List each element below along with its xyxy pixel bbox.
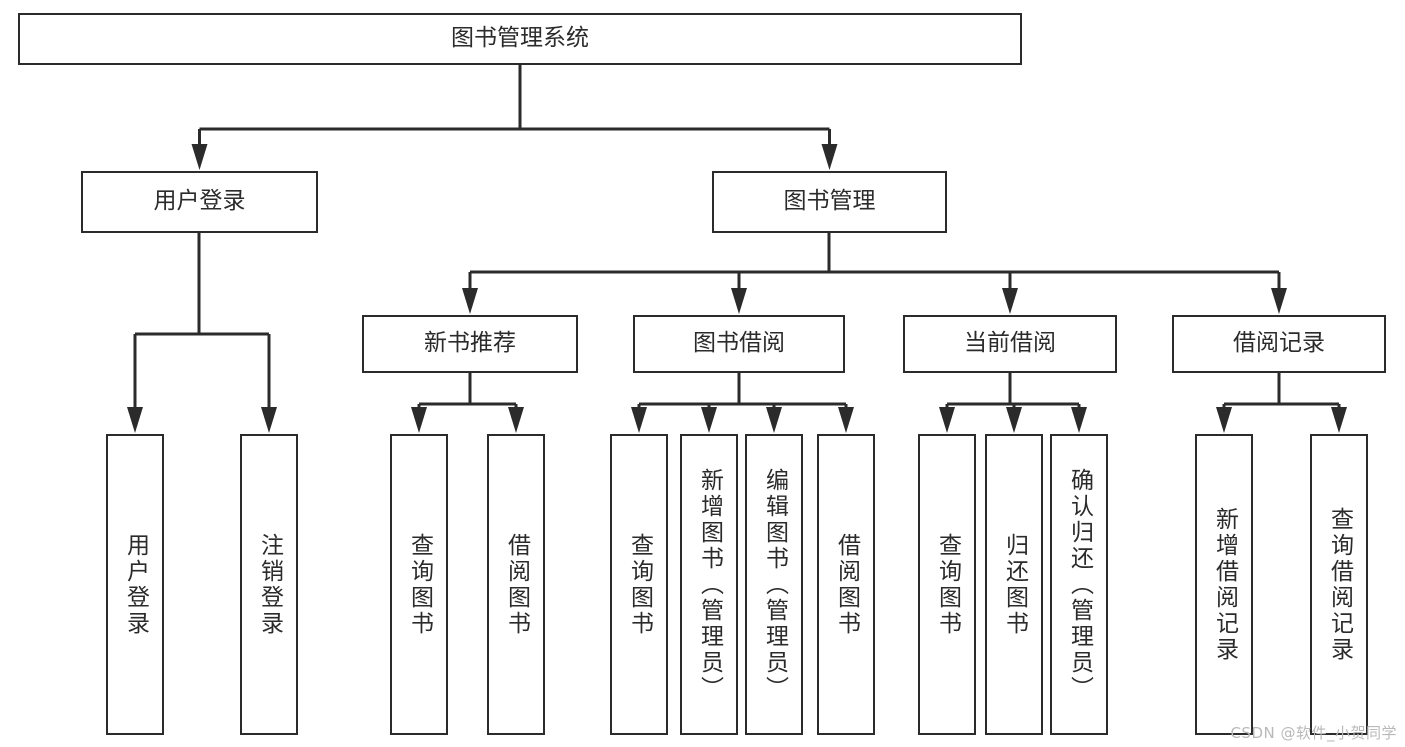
node-new-book-rec[interactable]: 新书推荐 — [362, 315, 578, 373]
csdn-watermark: CSDN @软件_小贺同学 — [1230, 724, 1397, 742]
node-leaf-add-book[interactable]: 新增图书（管理员） — [680, 434, 738, 735]
node-label: 查询图书 — [934, 532, 961, 637]
node-book-manage[interactable]: 图书管理 — [712, 171, 947, 233]
node-label: 查询借阅记录 — [1326, 506, 1353, 663]
node-leaf-add-record[interactable]: 新增借阅记录 — [1195, 434, 1253, 735]
node-label: 新增借阅记录 — [1211, 506, 1238, 663]
node-label: 注销登录 — [256, 532, 283, 637]
node-label: 新增图书（管理员） — [696, 467, 723, 702]
node-borrow-record[interactable]: 借阅记录 — [1172, 315, 1386, 373]
node-label: 查询图书 — [406, 532, 433, 637]
node-leaf-return-book[interactable]: 归还图书 — [985, 434, 1043, 735]
node-leaf-confirm-ret[interactable]: 确认归还（管理员） — [1050, 434, 1108, 735]
node-label: 借阅图书 — [833, 532, 860, 637]
node-leaf-borrow-book-1[interactable]: 借阅图书 — [487, 434, 545, 735]
node-leaf-edit-book[interactable]: 编辑图书（管理员） — [745, 434, 803, 735]
node-label: 图书管理系统 — [451, 25, 589, 52]
node-label: 借阅记录 — [1233, 330, 1325, 357]
node-leaf-user-login[interactable]: 用户登录 — [106, 434, 164, 735]
node-book-borrow[interactable]: 图书借阅 — [633, 315, 845, 373]
node-leaf-query-record[interactable]: 查询借阅记录 — [1310, 434, 1368, 735]
node-label: 新书推荐 — [424, 330, 516, 357]
node-user-login[interactable]: 用户登录 — [81, 171, 318, 233]
node-leaf-query-book-2[interactable]: 查询图书 — [610, 434, 668, 735]
node-root[interactable]: 图书管理系统 — [18, 13, 1022, 65]
node-label: 借阅图书 — [503, 532, 530, 637]
node-label: 当前借阅 — [964, 330, 1056, 357]
node-label: 确认归还（管理员） — [1066, 467, 1093, 702]
node-leaf-query-book-3[interactable]: 查询图书 — [918, 434, 976, 735]
node-label: 用户登录 — [122, 532, 149, 637]
node-label: 查询图书 — [626, 532, 653, 637]
node-leaf-borrow-book-2[interactable]: 借阅图书 — [817, 434, 875, 735]
node-leaf-query-book-1[interactable]: 查询图书 — [390, 434, 448, 735]
node-label: 用户登录 — [153, 188, 246, 215]
node-label: 图书借阅 — [693, 330, 785, 357]
node-current-borrow[interactable]: 当前借阅 — [903, 315, 1117, 373]
node-label: 编辑图书（管理员） — [761, 467, 788, 702]
node-label: 归还图书 — [1001, 532, 1028, 637]
node-label: 图书管理 — [783, 188, 876, 215]
node-leaf-logout[interactable]: 注销登录 — [240, 434, 298, 735]
